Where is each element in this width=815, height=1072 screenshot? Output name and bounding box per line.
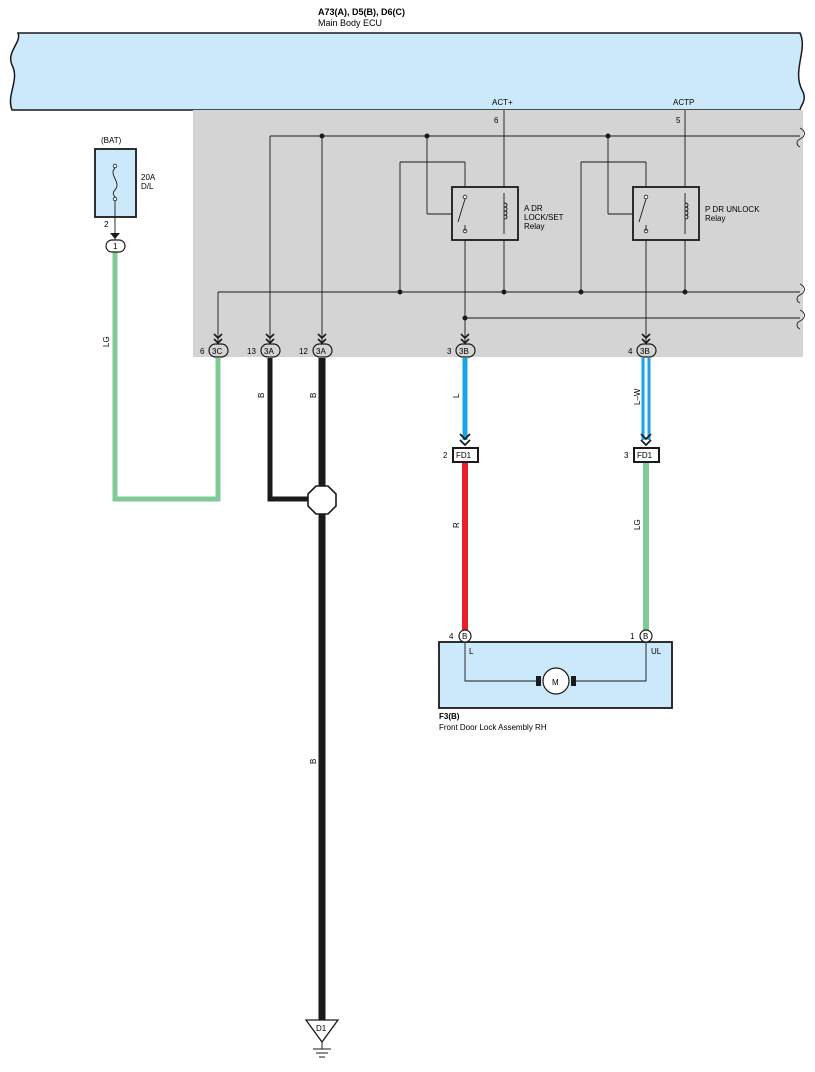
ecu-bar bbox=[9, 32, 805, 111]
junction-fd1-3-name: FD1 bbox=[637, 451, 653, 460]
door-pin-1b-num: 1 bbox=[630, 632, 635, 641]
ecu-pin-3b-3 bbox=[455, 333, 476, 358]
wire-label-l: L bbox=[452, 393, 461, 398]
relay-a-dr-lock-set bbox=[451, 186, 519, 241]
ecu-junction-dots bbox=[319, 133, 688, 321]
relay-p-line2: Relay bbox=[705, 214, 725, 223]
ecu-pin-3a-13-conn: 3A bbox=[264, 347, 274, 356]
relay-p-line1: P DR UNLOCK bbox=[705, 205, 760, 214]
wire-label-b-13: B bbox=[257, 393, 266, 398]
junction-fd1-3 bbox=[633, 433, 660, 463]
ecu-name-label: Main Body ECU bbox=[318, 18, 382, 28]
wire-b-13 bbox=[267, 358, 309, 502]
wires bbox=[112, 252, 651, 1022]
fuse-rating: 20A bbox=[141, 173, 156, 182]
motor-icon bbox=[536, 667, 576, 695]
splice-point bbox=[307, 485, 337, 515]
door-pin-1b bbox=[639, 629, 653, 643]
junction-fd1-2-name: FD1 bbox=[456, 451, 472, 460]
wire-label-r: R bbox=[452, 522, 461, 528]
ground-label: D1 bbox=[316, 1024, 327, 1033]
relay-a-line3: Relay bbox=[524, 222, 544, 231]
ecu-pin-3b-4-num: 4 bbox=[628, 347, 633, 356]
ecu-pin-3c-conn: 3C bbox=[212, 347, 222, 356]
wire-label-b-12: B bbox=[309, 393, 318, 398]
door-pin-l-label: L bbox=[469, 647, 474, 656]
wire-label-lw: L–W bbox=[633, 388, 642, 405]
door-pin-4b-conn: B bbox=[462, 632, 467, 641]
ecu-pin-3a-13-num: 13 bbox=[247, 347, 256, 356]
door-pin-4b-num: 4 bbox=[449, 632, 454, 641]
junction-fd1-2 bbox=[452, 433, 479, 463]
terminal-act-plus-pin: 6 bbox=[494, 116, 499, 125]
ecu-pin-3a-13 bbox=[260, 333, 281, 358]
door-lock-internal-circuit bbox=[464, 642, 647, 682]
ecu-pin-3c bbox=[208, 333, 229, 358]
door-lock-name: Front Door Lock Assembly RH bbox=[439, 723, 547, 732]
ecu-pin-3a-12 bbox=[312, 333, 333, 358]
ecu-break-marks bbox=[796, 127, 805, 330]
fuse-connector bbox=[105, 233, 126, 253]
ecu-pin-3b-3-num: 3 bbox=[447, 347, 452, 356]
fuse-name: D/L bbox=[141, 182, 154, 191]
terminal-act-plus: ACT+ bbox=[492, 98, 513, 107]
fuse-pin: 2 bbox=[104, 220, 109, 229]
door-pin-ul-label: UL bbox=[651, 647, 662, 656]
wire-lg-fuse bbox=[112, 252, 221, 502]
relay-a-line1: A DR bbox=[524, 204, 543, 213]
terminal-actp-pin: 5 bbox=[676, 116, 681, 125]
motor-label: M bbox=[552, 678, 559, 687]
ecu-internal-circuit bbox=[217, 110, 800, 343]
ground-icon bbox=[304, 1019, 340, 1058]
relay-p-dr-unlock bbox=[632, 186, 700, 241]
door-lock-connector: F3(B) bbox=[439, 712, 460, 721]
relay-a-line2: LOCK/SET bbox=[524, 213, 564, 222]
wire-label-lg-fuse: LG bbox=[102, 336, 111, 347]
ecu-pin-3c-num: 6 bbox=[200, 347, 205, 356]
ecu-pin-3b-4-conn: 3B bbox=[640, 347, 650, 356]
fuse-icon bbox=[94, 148, 137, 240]
junction-fd1-2-num: 2 bbox=[443, 451, 448, 460]
wire-label-lg-door: LG bbox=[633, 519, 642, 530]
fuse-source-label: (BAT) bbox=[101, 136, 122, 145]
fuse-connector-label: 1 bbox=[113, 242, 118, 251]
junction-fd1-3-num: 3 bbox=[624, 451, 629, 460]
door-pin-4b bbox=[458, 629, 472, 643]
ecu-pin-3a-12-num: 12 bbox=[299, 347, 308, 356]
ecu-pin-3b-3-conn: 3B bbox=[459, 347, 469, 356]
ecu-pin-3b-4 bbox=[636, 333, 657, 358]
wire-label-b-ground: B bbox=[309, 759, 318, 764]
ecu-connectors-label: A73(A), D5(B), D6(C) bbox=[318, 7, 405, 17]
door-pin-1b-conn: B bbox=[643, 632, 648, 641]
terminal-actp: ACTP bbox=[673, 98, 694, 107]
ecu-pin-3a-12-conn: 3A bbox=[316, 347, 326, 356]
